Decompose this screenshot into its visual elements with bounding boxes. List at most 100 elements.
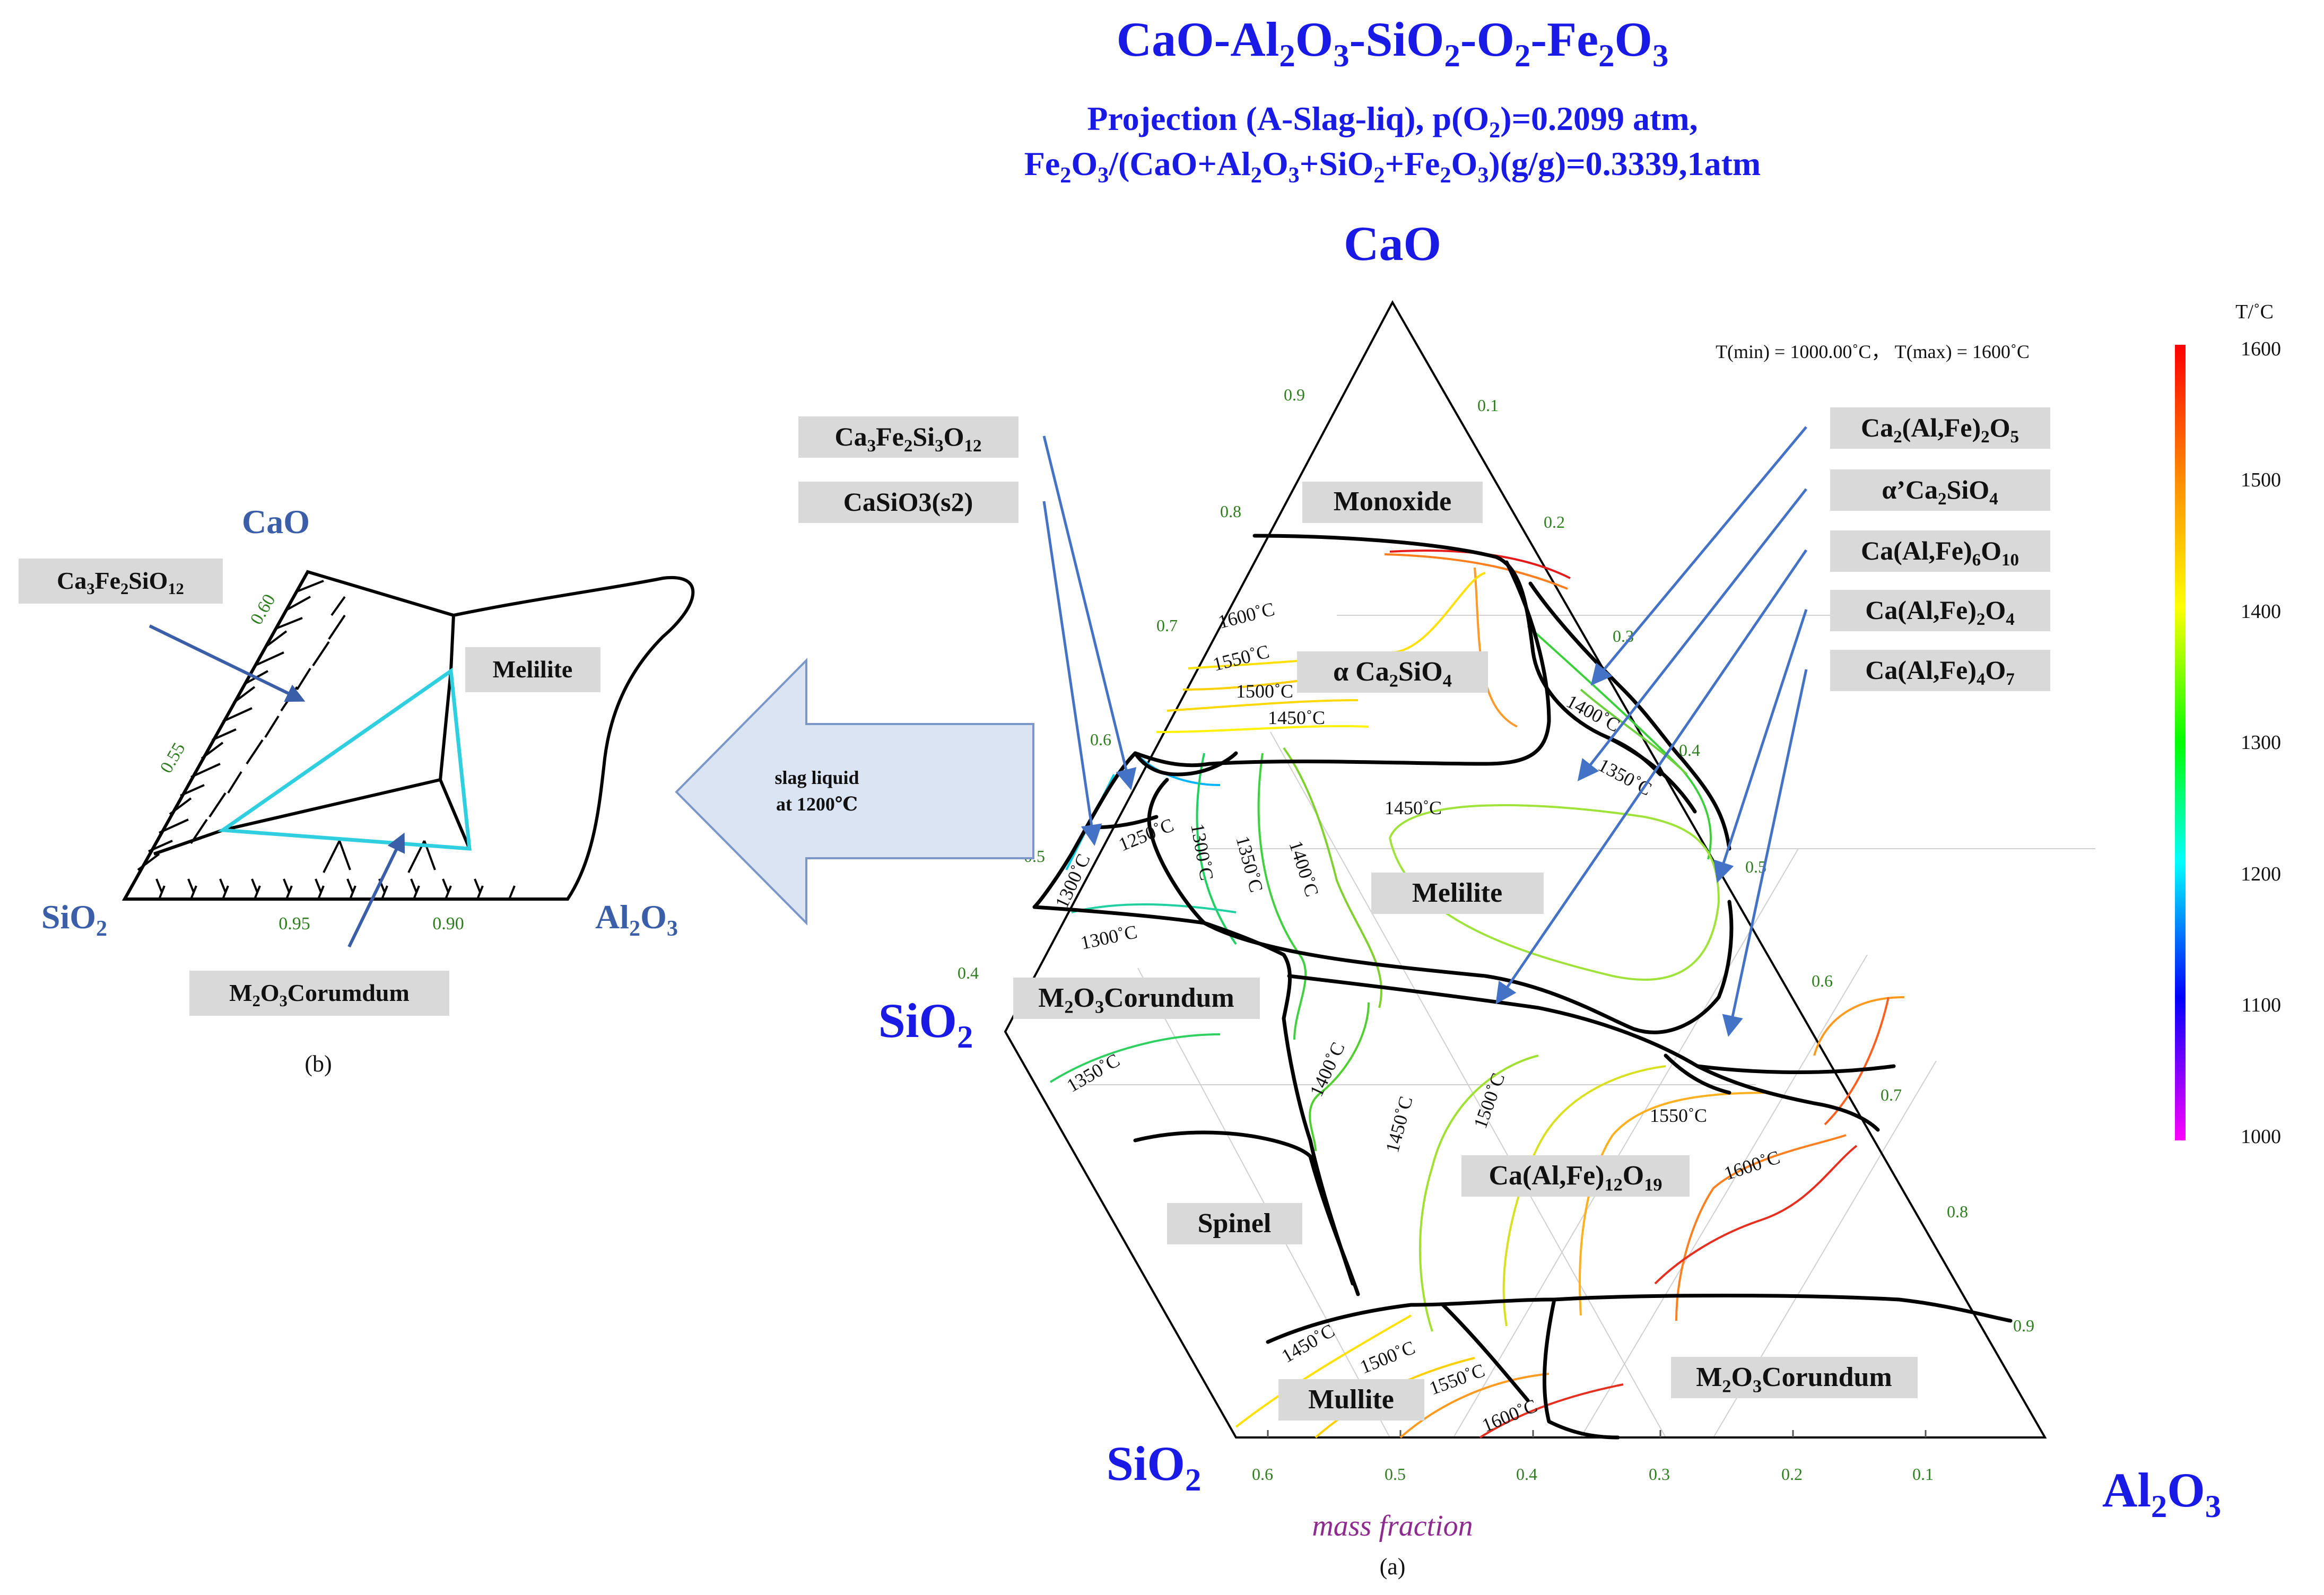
svg-text:Ca3Fe2SiO12: Ca3Fe2SiO12 [57,567,184,598]
b-boundary-lower [439,779,471,850]
phase-labels: Monoxide α Ca2SiO4 Melilite M2O3Corundum… [1013,482,1918,1420]
temperature-colorbar: T/˚C 1600 1500 1400 1300 1200 1100 1000 [2175,301,2281,1148]
svg-text:M2O3Corumdum: M2O3Corumdum [229,979,410,1010]
svg-text:Spinel: Spinel [1198,1208,1272,1239]
callout-ca-alfe4-o7: Ca(Al,Fe)4O7 [1722,650,2050,1037]
iso-1500-low: 1500˚C [1469,1070,1509,1131]
phase-alpha-ca2sio4: α Ca2SiO4 [1297,651,1488,693]
tick-left-5: 0.4 [958,963,979,982]
callout-ca-alfe6-o10: Ca(Al,Fe)6O10 [1495,530,2050,1005]
colorbar-tick-1: 1500 [2241,469,2281,491]
colorbar-tick-4: 1200 [2241,863,2281,885]
callout-ca2-alfe2-o5: Ca2(Al,Fe)2O5 [1590,407,2050,686]
svg-text:Ca(Al,Fe)4O7: Ca(Al,Fe)4O7 [1865,655,2015,689]
tick-right-5: 0.6 [1812,971,1833,990]
tick-right-3: 0.4 [1679,740,1700,760]
svg-text:Melilite: Melilite [1412,878,1502,908]
tick-right-6: 0.7 [1881,1085,1902,1104]
tick-left-0: 0.9 [1284,385,1305,404]
corner-sio2-left: SiO2 [878,993,973,1055]
iso-1600-bottom: 1600˚C [1479,1395,1540,1436]
phase-ca-al-fe-12-o19: Ca(Al,Fe)12O19 [1461,1155,1690,1197]
phase-spinel: Spinel [1167,1203,1302,1244]
svg-text:CaSiO3(s2): CaSiO3(s2) [843,487,973,517]
colorbar-unit: T/˚C [2235,301,2274,323]
iso-1300-mid: 1300˚C [1187,822,1217,882]
tick-bottom-5: 0.1 [1912,1465,1934,1484]
tick-right-7: 0.8 [1947,1202,1968,1221]
svg-text:Ca(Al,Fe)2O4: Ca(Al,Fe)2O4 [1865,595,2015,629]
colorbar-tick-0: 1600 [2241,338,2281,360]
callout-ca-alfe2-o4: Ca(Al,Fe)2O4 [1713,590,2050,883]
b-slag-region-1200 [217,667,472,851]
b-tick-bottom-0: 0.95 [278,914,310,934]
iso-1500-bottom: 1500˚C [1357,1337,1418,1378]
tick-left-3: 0.6 [1090,730,1111,749]
b-tick-left-1: 0.55 [156,739,189,777]
iso-1350-mid: 1350˚C [1232,834,1267,895]
iso-1500-upper: 1500˚C [1236,681,1293,702]
phase-mullite: Mullite [1278,1379,1424,1420]
title-line1: Projection (A-Slag-liq), p(O2)=0.2099 at… [1087,100,1698,143]
callout-alpha-prime-ca2sio4: α’Ca2SiO4 [1577,469,2050,781]
caption-b: (b) [304,1051,332,1077]
b-corner-cao: CaO [242,503,310,541]
tick-bottom-4: 0.2 [1781,1465,1803,1484]
iso-1350-low: 1350˚C [1063,1049,1124,1096]
phase-m2o3-corundum-upper: M2O3Corundum [1013,978,1260,1019]
iso-1450-upper: 1450˚C [1268,707,1325,728]
slag-arrow-line2: at 1200℃ [776,794,858,815]
svg-text:Ca2(Al,Fe)2O5: Ca2(Al,Fe)2O5 [1861,413,2019,447]
ticks-bottom: 0.6 0.5 0.4 0.3 0.2 0.1 [1252,1465,1934,1484]
colorbar-tick-6: 1000 [2241,1126,2281,1148]
panel-a: CaO SiO2 SiO2 Al2O3 T(min) = 1000.00˚C， … [798,216,2221,1580]
panel-b: CaO SiO2 Al2O3 Ca3Fe2SiO12 Melilite [19,503,695,1077]
b-outline [121,570,695,901]
phase-boundaries [1032,534,2013,1440]
iso-1600-low: 1600˚C [1721,1146,1782,1184]
svg-text:Mullite: Mullite [1308,1384,1394,1415]
svg-text:Melilite: Melilite [493,656,573,683]
iso-1300-low: 1300˚C [1078,921,1139,954]
mass-fraction-label: mass fraction [1312,1510,1473,1542]
title-line2: Fe2O3/(CaO+Al2O3+SiO2+Fe2O3)(g/g)=0.3339… [1024,145,1761,188]
iso-1450-melilite: 1450˚C [1385,797,1442,818]
phase-m2o3-corundum-lower: M2O3Corundum [1671,1357,1918,1398]
phase-melilite: Melilite [1371,873,1544,914]
tick-bottom-3: 0.3 [1649,1465,1670,1484]
tmin-tmax-note: T(min) = 1000.00˚C， T(max) = 1600˚C [1716,341,2030,362]
b-tick-bottom-1: 0.90 [432,914,464,934]
svg-text:Ca(Al,Fe)6O10: Ca(Al,Fe)6O10 [1861,536,2019,570]
slag-liquid-arrow: slag liquid at 1200℃ [675,658,1034,926]
svg-text:M2O3Corundum: M2O3Corundum [1038,983,1234,1017]
iso-1600-upper: 1600˚C [1216,598,1276,633]
iso-1450-low: 1450˚C [1381,1094,1417,1155]
tick-bottom-0: 0.6 [1252,1465,1273,1484]
figure-title: CaO-Al2O3-SiO2-O2-Fe2O3 Projection (A-Sl… [1024,12,1761,188]
b-tick-left-0: 0.60 [247,591,280,628]
svg-text:M2O3Corundum: M2O3Corundum [1696,1362,1892,1396]
tick-bottom-2: 0.4 [1516,1465,1537,1484]
svg-text:α’Ca2SiO4: α’Ca2SiO4 [1882,475,1998,509]
corner-sio2-bottom: SiO2 [1107,1436,1202,1498]
b-corner-sio2: SiO2 [41,898,107,941]
svg-text:Ca(Al,Fe)12O19: Ca(Al,Fe)12O19 [1489,1161,1662,1195]
b-left-hatches [137,580,346,871]
callouts: Ca3Fe2Si3O12 CaSiO3(s2) Ca2(Al,Fe)2O5 α’… [798,407,2050,1037]
svg-text:Ca3Fe2Si3O12: Ca3Fe2Si3O12 [835,422,982,456]
iso-1550-low: 1550˚C [1650,1105,1707,1126]
corner-cao: CaO [1344,216,1441,271]
tick-bottom-1: 0.5 [1385,1465,1406,1484]
colorbar-gradient [2175,345,2186,1140]
b-bottom-hatches [155,840,516,900]
b-phase-ca3fe2sio12: Ca3Fe2SiO12 [19,559,306,702]
svg-text:Monoxide: Monoxide [1334,486,1451,517]
b-phase-m2o3-corumdum: M2O3Corumdum [189,832,449,1016]
b-corner-al2o3: Al2O3 [595,898,678,941]
phase-monoxide: Monoxide [1302,482,1483,523]
corner-al2o3: Al2O3 [2102,1463,2221,1524]
tick-left-1: 0.8 [1220,502,1241,521]
svg-text:α Ca2SiO4: α Ca2SiO4 [1333,657,1452,691]
tick-right-1: 0.2 [1544,512,1565,531]
